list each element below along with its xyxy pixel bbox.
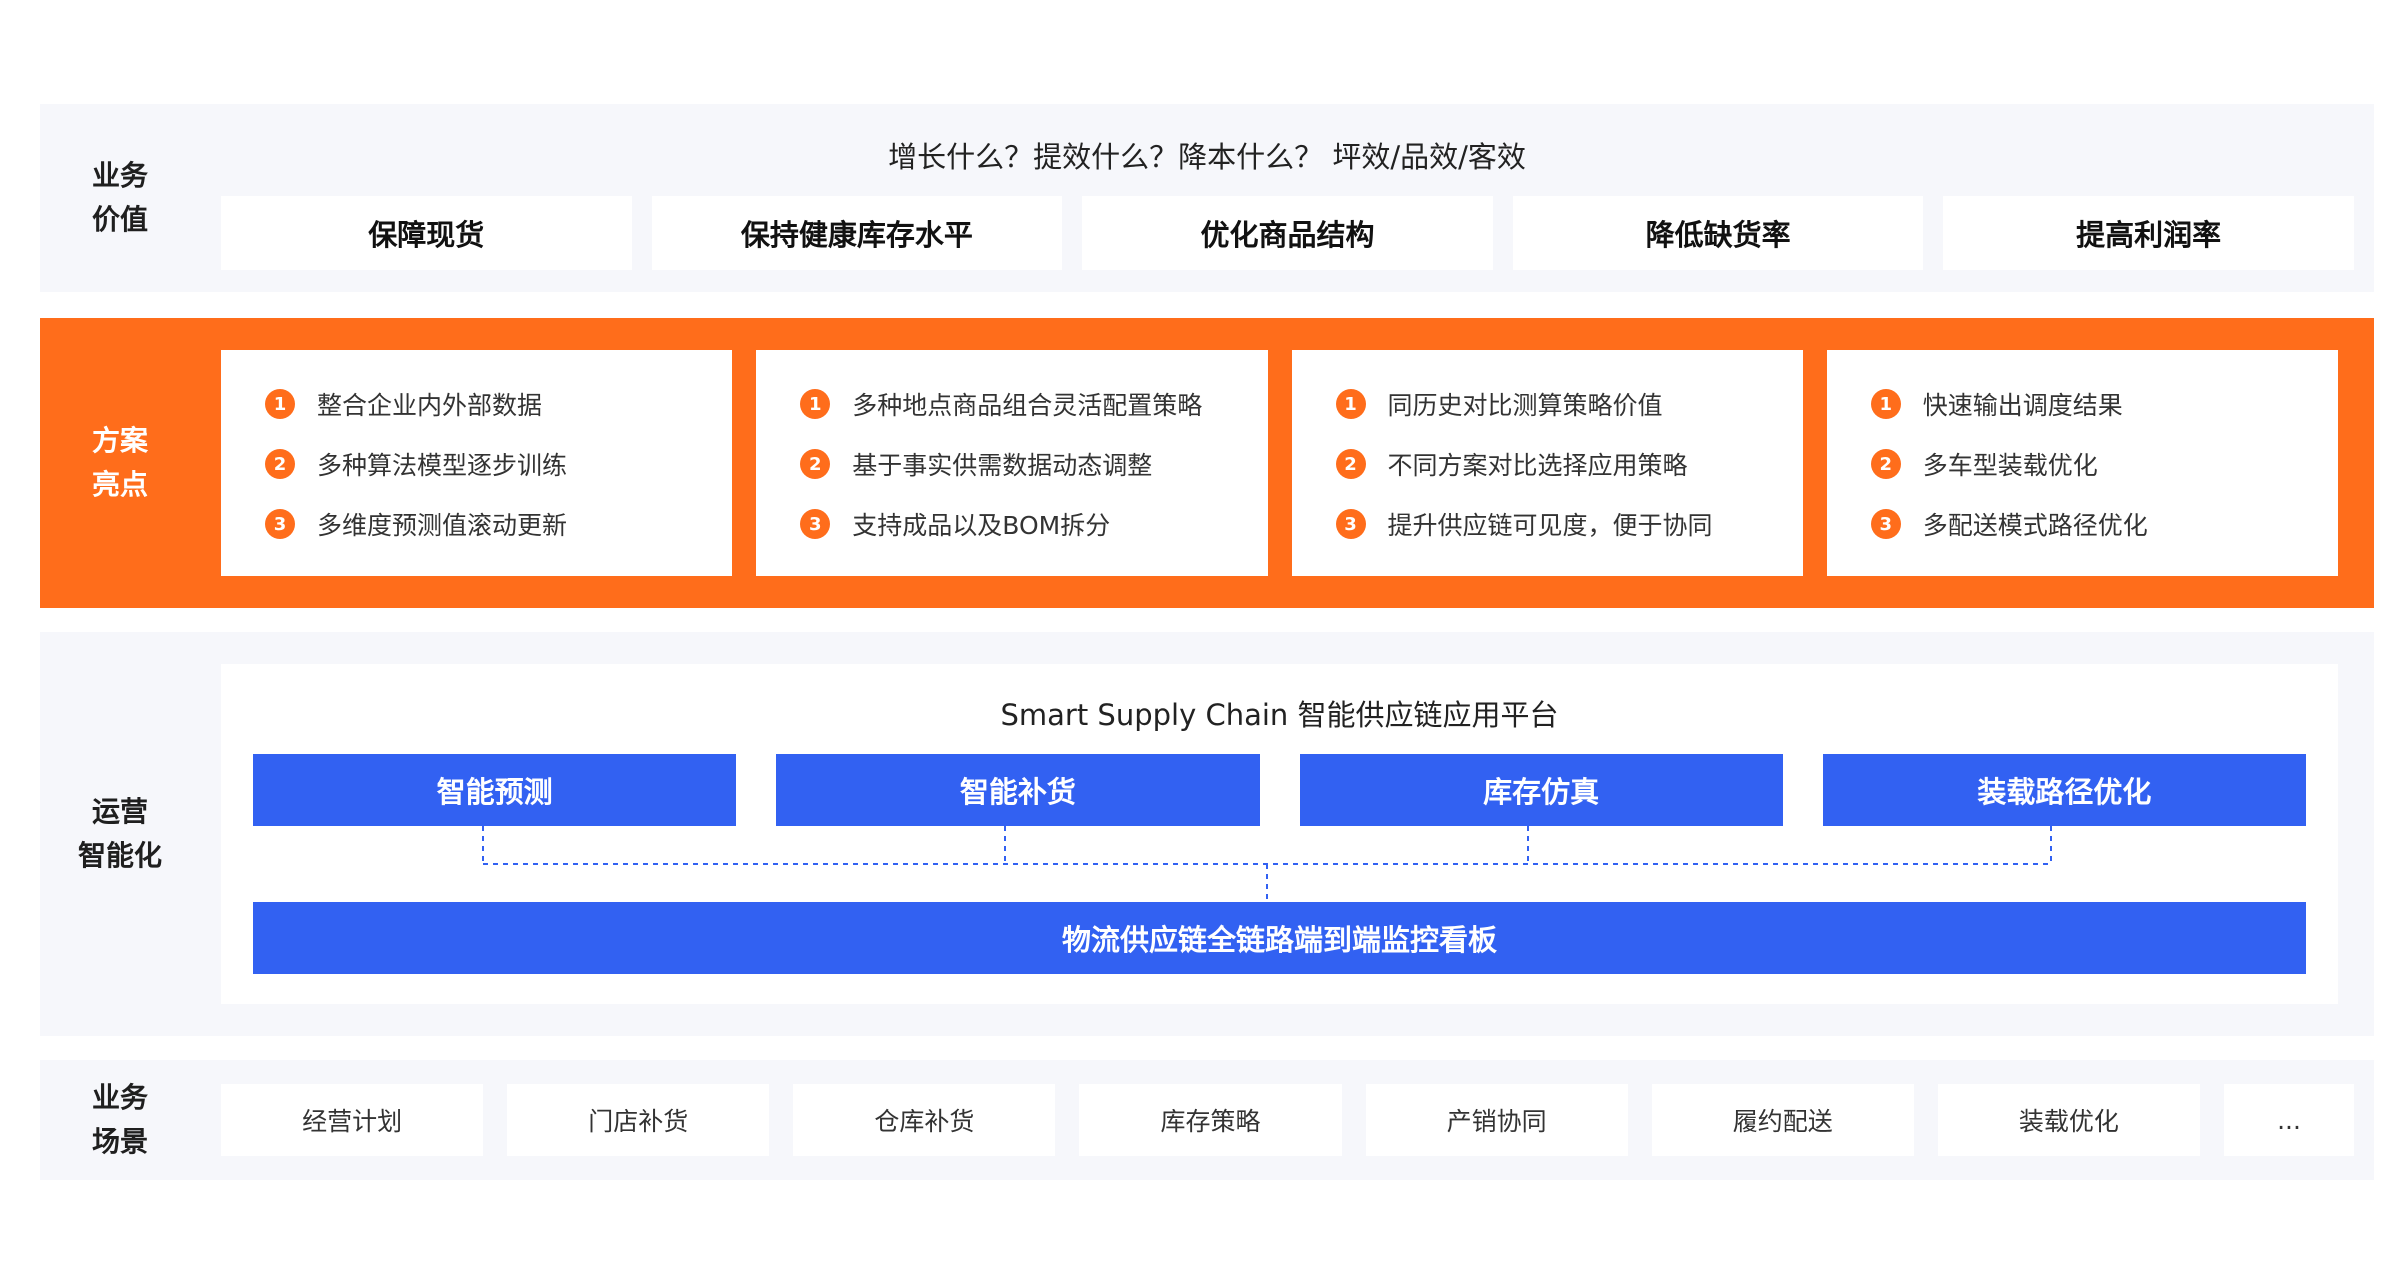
scenarios-band: 业务 场景 经营计划 门店补货 仓库补货 库存策略 产销协同 履约配送 装载优化…: [40, 1060, 2374, 1180]
highlight-item: 3 多配送模式路径优化: [1870, 494, 2338, 554]
scenario-more: ...: [2223, 1084, 2354, 1156]
label-line: 智能化: [77, 839, 162, 872]
scenario-card: 装载优化: [1937, 1084, 2200, 1156]
scenario-card: 履约配送: [1651, 1084, 1914, 1156]
highlight-item: 2 基于事实供需数据动态调整: [800, 434, 1267, 494]
scenario-cards: 经营计划 门店补货 仓库补货 库存策略 产销协同 履约配送 装载优化 ...: [221, 1084, 2354, 1156]
business-value-cards: 保障现货 保持健康库存水平 优化商品结构 降低缺货率 提高利润率: [221, 196, 2354, 270]
highlight-text: 快速输出调度结果: [1922, 391, 2123, 420]
highlight-item: 1 快速输出调度结果: [1870, 374, 2338, 434]
highlight-text: 整合企业内外部数据: [317, 391, 543, 420]
scenario-card: 产销协同: [1365, 1084, 1628, 1156]
module-inventory-simulation[interactable]: 库存仿真: [1299, 754, 1783, 826]
highlight-item: 1 多种地点商品组合灵活配置策略: [800, 374, 1267, 434]
number-badge-icon: 2: [1870, 449, 1901, 479]
value-card-reduce-stockout: 降低缺货率: [1512, 196, 1924, 270]
module-row: 智能预测 智能补货 库存仿真 装载路径优化: [253, 754, 2306, 826]
label-line: 方案: [91, 424, 148, 457]
label-line: 场景: [91, 1125, 148, 1158]
highlight-card-replenishment: 1 多种地点商品组合灵活配置策略 2 基于事实供需数据动态调整 3 支持成品以及BOM…: [756, 350, 1268, 576]
highlight-item: 2 多车型装载优化: [1870, 434, 2338, 494]
highlight-text: 多车型装载优化: [1922, 451, 2098, 480]
highlight-text: 多种地点商品组合灵活配置策略: [852, 391, 1203, 420]
number-badge-icon: 2: [800, 449, 831, 479]
scenarios-label: 业务 场景: [40, 1060, 200, 1180]
highlight-item: 2 不同方案对比选择应用策略: [1335, 434, 1803, 494]
scenario-card: 经营计划: [221, 1084, 484, 1156]
module-smart-forecast[interactable]: 智能预测: [253, 754, 737, 826]
highlight-cards: 1 整合企业内外部数据 2 多种算法模型逐步训练 3 多维度预测值滚动更新 1 多种地点…: [221, 350, 2338, 576]
label-line: 业务: [91, 1081, 148, 1114]
business-value-label: 业务 价值: [40, 104, 200, 292]
highlight-card-routing: 1 快速输出调度结果 2 多车型装载优化 3 多配送模式路径优化: [1826, 350, 2338, 576]
number-badge-icon: 1: [800, 389, 831, 419]
label-line: 亮点: [91, 468, 148, 501]
highlight-text: 支持成品以及BOM拆分: [852, 511, 1111, 540]
number-badge-icon: 3: [265, 509, 295, 539]
highlight-text: 提升供应链可见度，便于协同: [1387, 511, 1713, 540]
value-card-optimize-structure: 优化商品结构: [1082, 196, 1493, 270]
highlight-text: 基于事实供需数据动态调整: [852, 451, 1153, 480]
number-badge-icon: 3: [1335, 509, 1366, 539]
number-badge-icon: 3: [1870, 509, 1901, 539]
highlight-item: 2 多种算法模型逐步训练: [265, 434, 732, 494]
number-badge-icon: 2: [1335, 449, 1366, 479]
scenario-card: 门店补货: [507, 1084, 770, 1156]
scenario-card: 库存策略: [1079, 1084, 1342, 1156]
label-line: 运营: [91, 795, 148, 828]
number-badge-icon: 2: [265, 449, 295, 479]
value-card-guarantee-stock: 保障现货: [221, 196, 632, 270]
highlight-text: 同历史对比测算策略价值: [1387, 391, 1663, 420]
number-badge-icon: 1: [1335, 389, 1366, 419]
business-value-band: 业务 价值 增长什么？提效什么？降本什么？ 坪效/品效/客效 保障现货 保持健康…: [40, 104, 2374, 292]
platform-title: Smart Supply Chain 智能供应链应用平台: [1000, 698, 1559, 732]
highlight-item: 3 多维度预测值滚动更新: [265, 494, 732, 554]
highlight-item: 3 提升供应链可见度，便于协同: [1335, 494, 1803, 554]
highlights-label: 方案 亮点: [40, 318, 200, 608]
highlight-item: 3 支持成品以及BOM拆分: [800, 494, 1267, 554]
highlight-text: 多维度预测值滚动更新: [317, 511, 568, 540]
highlight-text: 不同方案对比选择应用策略: [1387, 451, 1688, 480]
number-badge-icon: 1: [1870, 389, 1901, 419]
label-line: 价值: [91, 203, 148, 236]
value-card-increase-margin: 提高利润率: [1943, 196, 2354, 270]
operations-band: 运营 智能化 Smart Supply Chain 智能供应链应用平台 智能预测…: [40, 632, 2374, 1036]
operations-label: 运营 智能化: [40, 632, 200, 1036]
scenario-card: 仓库补货: [793, 1084, 1056, 1156]
highlight-card-simulation: 1 同历史对比测算策略价值 2 不同方案对比选择应用策略 3 提升供应链可见度，便于协…: [1291, 350, 1803, 576]
module-load-route-optimization[interactable]: 装载路径优化: [1822, 754, 2306, 826]
highlight-card-forecast: 1 整合企业内外部数据 2 多种算法模型逐步训练 3 多维度预测值滚动更新: [221, 350, 733, 576]
label-line: 业务: [91, 159, 148, 192]
highlight-text: 多种算法模型逐步训练: [317, 451, 568, 480]
number-badge-icon: 1: [265, 389, 295, 419]
highlight-item: 1 同历史对比测算策略价值: [1335, 374, 1803, 434]
module-smart-replenishment[interactable]: 智能补货: [776, 754, 1260, 826]
monitoring-dashboard[interactable]: 物流供应链全链路端到端监控看板: [253, 902, 2306, 974]
highlight-text: 多配送模式路径优化: [1922, 511, 2148, 540]
platform-panel: Smart Supply Chain 智能供应链应用平台 智能预测 智能补货 库…: [221, 664, 2338, 1004]
number-badge-icon: 3: [800, 509, 831, 539]
business-value-subtitle: 增长什么？提效什么？降本什么？ 坪效/品效/客效: [888, 140, 1526, 174]
value-card-healthy-inventory: 保持健康库存水平: [651, 196, 1063, 270]
highlight-item: 1 整合企业内外部数据: [265, 374, 732, 434]
highlights-band: 方案 亮点 1 整合企业内外部数据 2 多种算法模型逐步训练 3 多维度预测值滚动更新…: [40, 318, 2374, 608]
